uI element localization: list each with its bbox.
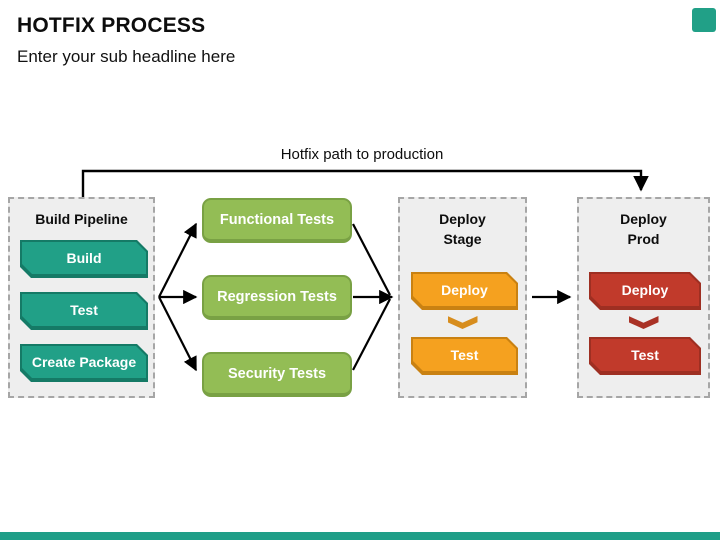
step-stage-deploy-face: Deploy (413, 274, 516, 306)
brand-logo-square (692, 8, 716, 32)
arrow-build-to-functional (158, 222, 197, 298)
step-prod-deploy-face: Deploy (591, 274, 699, 306)
step-stage-deploy-label: Deploy (441, 282, 488, 298)
step-functional-tests-label: Functional Tests (219, 211, 335, 228)
group-build-pipeline-title: Build Pipeline (35, 211, 128, 227)
arrow-functional-to-stage (352, 223, 391, 296)
step-build-label: Build (66, 250, 102, 266)
step-prod-test-label: Test (631, 347, 659, 363)
group-deploy-stage-title: Deploy Stage (439, 211, 486, 248)
chevron-down-icon (447, 316, 478, 329)
footer-accent-bar (0, 532, 720, 540)
step-functional-tests: Functional Tests (202, 198, 352, 243)
step-prod-test: Test (589, 337, 701, 375)
step-build: Build (20, 240, 148, 278)
page-subtitle: Enter your sub headline here (17, 47, 236, 66)
chevron-down-icon (628, 316, 659, 329)
step-test-pipeline-label: Test (70, 302, 98, 318)
step-prod-test-face: Test (591, 339, 699, 371)
step-create-package-face: Create Package (22, 346, 146, 378)
step-regression-tests: Regression Tests (202, 275, 352, 320)
step-stage-test-label: Test (450, 347, 479, 363)
step-security-tests: Security Tests (202, 352, 352, 397)
page-title: HOTFIX PROCESS (17, 14, 206, 37)
step-regression-tests-label: Regression Tests (217, 288, 337, 305)
arrow-security-to-stage (352, 298, 391, 371)
group-deploy-stage: Deploy Stage Deploy Test (398, 197, 527, 398)
step-stage-test-face: Test (413, 339, 516, 371)
step-create-package: Create Package (20, 344, 148, 382)
step-create-package-label: Create Package (31, 354, 137, 370)
step-stage-deploy: Deploy (411, 272, 518, 310)
group-deploy-prod: Deploy Prod Deploy Test (577, 197, 710, 398)
group-deploy-prod-title: Deploy Prod (620, 211, 667, 248)
step-prod-deploy-label: Deploy (621, 282, 669, 298)
group-build-pipeline: Build Pipeline Build Test Create Package (8, 197, 155, 398)
step-test-pipeline-face: Test (22, 294, 146, 326)
step-prod-deploy: Deploy (589, 272, 701, 310)
step-stage-test: Test (411, 337, 518, 375)
arrow-build-to-security (158, 296, 197, 372)
step-build-face: Build (22, 242, 146, 274)
step-security-tests-label: Security Tests (227, 365, 327, 382)
hotfix-path-line (81, 169, 649, 197)
step-test-pipeline: Test (20, 292, 148, 330)
hotfix-path-label: Hotfix path to production (280, 146, 444, 163)
